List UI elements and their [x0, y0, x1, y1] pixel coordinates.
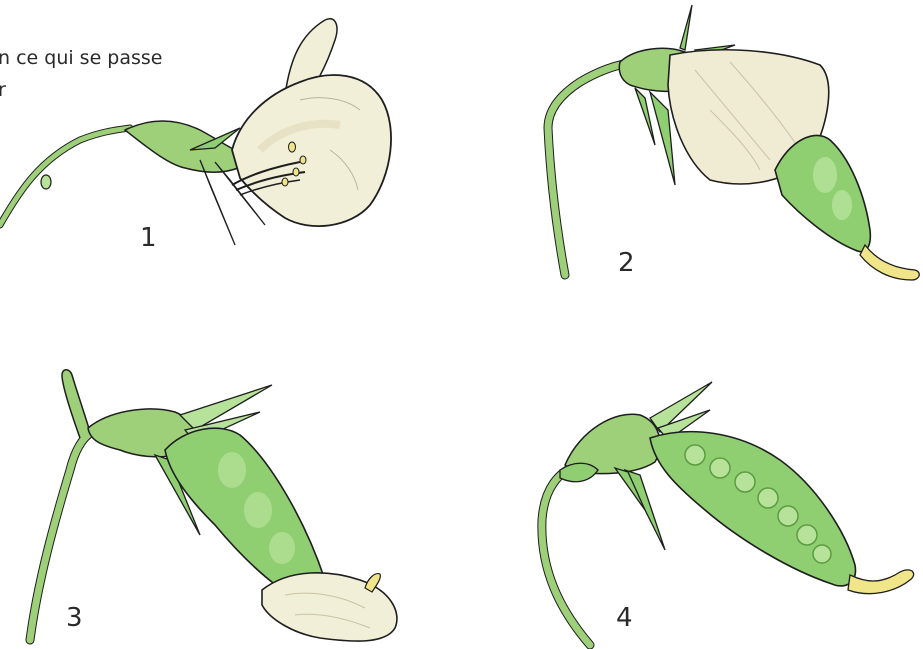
stage-2-illustration — [520, 0, 923, 300]
stage-4-number: 4 — [616, 603, 633, 633]
stage-4-illustration — [520, 370, 923, 649]
stage-2-panel: 2 — [520, 0, 923, 300]
stage-3-panel: 3 — [0, 350, 420, 649]
stage-1-illustration — [0, 0, 400, 300]
stage-3-number: 3 — [66, 603, 83, 633]
stage-4-panel: 4 — [520, 370, 923, 649]
stage-3-illustration — [0, 350, 420, 649]
stage-2-number: 2 — [618, 248, 635, 278]
stage-1-panel: 1 — [0, 0, 400, 300]
stage-1-number: 1 — [140, 223, 157, 253]
